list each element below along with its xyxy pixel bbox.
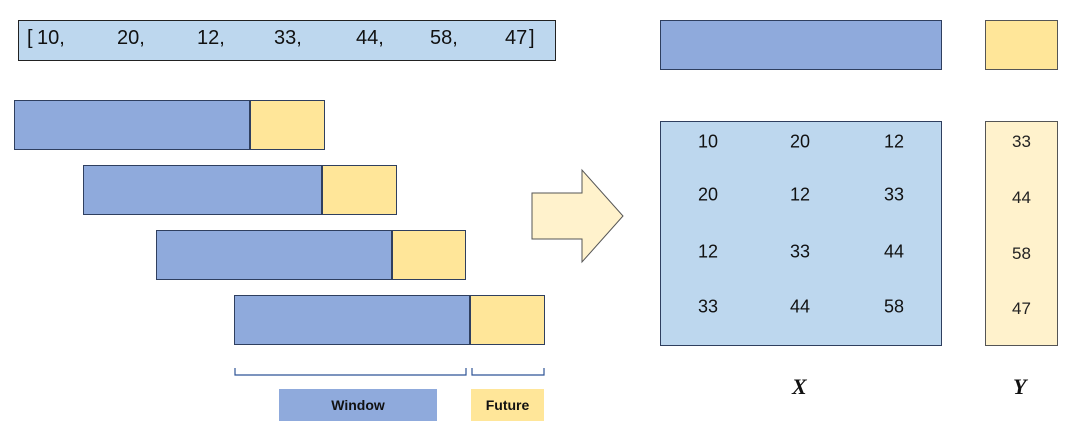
- sequence-open-bracket: [: [27, 27, 33, 49]
- matrix-x-cell: 33: [697, 296, 719, 317]
- sliding-window-4: [234, 295, 545, 345]
- future-segment: [322, 165, 397, 215]
- sequence-value: 20,: [117, 27, 145, 49]
- matrix-x-cell: 33: [789, 241, 811, 262]
- sequence-value: 33,: [274, 27, 302, 49]
- window-brace: [234, 368, 467, 376]
- future-segment: [250, 100, 325, 150]
- vector-y: 33 44 58 47: [985, 121, 1058, 346]
- vector-y-cell: 33: [1012, 132, 1031, 151]
- matrix-x-cell: 12: [883, 131, 905, 152]
- matrix-x-cell: 58: [883, 296, 905, 317]
- sliding-window-2: [83, 165, 397, 215]
- matrix-x-cell: 10: [697, 131, 719, 152]
- vector-y-cell: 44: [1012, 188, 1031, 207]
- future-block: [985, 20, 1058, 70]
- sequence-value: 47: [505, 27, 528, 49]
- right-arrow-icon: [531, 168, 624, 264]
- vector-y-cell: 58: [1012, 244, 1031, 263]
- sequence-value: 10,: [37, 27, 65, 49]
- sequence-value: 12,: [197, 27, 225, 49]
- matrix-x-cell: 12: [697, 241, 719, 262]
- window-segment: [83, 165, 322, 215]
- sliding-window-3: [156, 230, 466, 280]
- sequence-value: 44,: [356, 27, 384, 49]
- legend-window: Window: [279, 389, 437, 421]
- sequence-value: 58,: [430, 27, 458, 49]
- window-segment: [234, 295, 470, 345]
- vector-y-cell: 47: [1012, 299, 1031, 318]
- future-segment: [392, 230, 466, 280]
- future-segment: [470, 295, 545, 345]
- future-brace: [471, 368, 545, 376]
- vector-y-label: Y: [1013, 374, 1027, 399]
- matrix-x-cell: 20: [789, 131, 811, 152]
- sequence-close-bracket: ]: [529, 27, 535, 49]
- matrix-x-label: X: [792, 374, 807, 399]
- matrix-x-cell: 44: [789, 296, 811, 317]
- matrix-x-cell: 20: [697, 184, 719, 205]
- matrix-x-cell: 12: [789, 184, 811, 205]
- sequence-strip: [ 10, 20, 12, 33, 44, 58, 47 ]: [18, 20, 556, 61]
- legend-future: Future: [471, 389, 544, 421]
- window-segment: [14, 100, 250, 150]
- matrix-x-cell: 33: [883, 184, 905, 205]
- window-segment: [156, 230, 392, 280]
- matrix-x: 10 20 12 20 12 33 12 33 44 33 44 58: [660, 121, 942, 346]
- window-block: [660, 20, 942, 70]
- matrix-x-cell: 44: [883, 241, 905, 262]
- sliding-window-1: [14, 100, 325, 150]
